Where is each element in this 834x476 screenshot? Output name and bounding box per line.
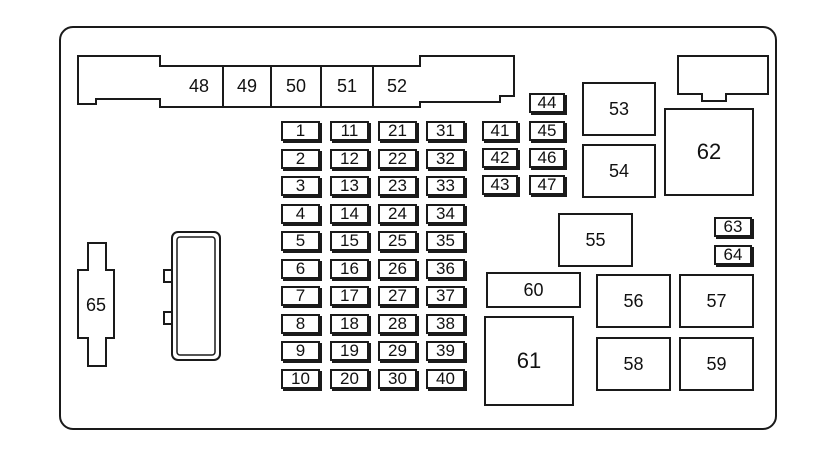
top-block-cell-51[interactable]: 51 [320, 66, 372, 107]
fuse-37[interactable]: 37 [426, 286, 465, 306]
fuse-8[interactable]: 8 [281, 314, 320, 334]
fuse-28[interactable]: 28 [378, 314, 417, 334]
maxi-fuse-outline [77, 242, 115, 367]
fuse-44[interactable]: 44 [529, 93, 565, 113]
fuse-42[interactable]: 42 [482, 148, 518, 168]
fuse-11[interactable]: 11 [330, 121, 369, 141]
fuse-3[interactable]: 3 [281, 176, 320, 196]
top-connector-outline [77, 55, 515, 108]
fuse-22[interactable]: 22 [378, 149, 417, 169]
fuse-23[interactable]: 23 [378, 176, 417, 196]
fuse-26[interactable]: 26 [378, 259, 417, 279]
fuse-46[interactable]: 46 [529, 148, 565, 168]
fuse-47[interactable]: 47 [529, 175, 565, 195]
fuse-2[interactable]: 2 [281, 149, 320, 169]
fuse-14[interactable]: 14 [330, 204, 369, 224]
fuse-64[interactable]: 64 [714, 245, 752, 265]
fuse-9[interactable]: 9 [281, 341, 320, 361]
fuse-29[interactable]: 29 [378, 341, 417, 361]
relay-53[interactable]: 53 [582, 82, 656, 136]
top-block-cell-49[interactable]: 49 [222, 66, 270, 107]
fuse-63[interactable]: 63 [714, 217, 752, 237]
fuse-18[interactable]: 18 [330, 314, 369, 334]
relay-54[interactable]: 54 [582, 144, 656, 198]
relay-60[interactable]: 60 [486, 272, 581, 308]
fuse-43[interactable]: 43 [482, 175, 518, 195]
relay-56[interactable]: 56 [596, 274, 671, 328]
fuse-30[interactable]: 30 [378, 369, 417, 389]
fuse-5[interactable]: 5 [281, 231, 320, 251]
fuse-27[interactable]: 27 [378, 286, 417, 306]
fuse-35[interactable]: 35 [426, 231, 465, 251]
fuse-4[interactable]: 4 [281, 204, 320, 224]
fuse-12[interactable]: 12 [330, 149, 369, 169]
fuse-6[interactable]: 6 [281, 259, 320, 279]
fuse-15[interactable]: 15 [330, 231, 369, 251]
fuse-40[interactable]: 40 [426, 369, 465, 389]
maxi-fuse-65[interactable]: 65 [85, 294, 107, 315]
relay-55[interactable]: 55 [558, 213, 633, 267]
fuse-20[interactable]: 20 [330, 369, 369, 389]
right-connector-outline [677, 55, 769, 102]
fuse-10[interactable]: 10 [281, 369, 320, 389]
fuse-19[interactable]: 19 [330, 341, 369, 361]
fuse-13[interactable]: 13 [330, 176, 369, 196]
fuse-7[interactable]: 7 [281, 286, 320, 306]
fuse-41[interactable]: 41 [482, 121, 518, 141]
fuse-25[interactable]: 25 [378, 231, 417, 251]
fuse-38[interactable]: 38 [426, 314, 465, 334]
top-block-cell-52[interactable]: 52 [372, 66, 420, 107]
fuse-16[interactable]: 16 [330, 259, 369, 279]
fuse-24[interactable]: 24 [378, 204, 417, 224]
relay-57[interactable]: 57 [679, 274, 754, 328]
fuse-39[interactable]: 39 [426, 341, 465, 361]
vertical-connector-outline [171, 231, 221, 361]
relay-58[interactable]: 58 [596, 337, 671, 391]
relay-59[interactable]: 59 [679, 337, 754, 391]
fuse-31[interactable]: 31 [426, 121, 465, 141]
fuse-32[interactable]: 32 [426, 149, 465, 169]
fuse-36[interactable]: 36 [426, 259, 465, 279]
relay-62[interactable]: 62 [664, 108, 754, 196]
fuse-1[interactable]: 1 [281, 121, 320, 141]
top-block-cell-50[interactable]: 50 [270, 66, 320, 107]
relay-61[interactable]: 61 [484, 316, 574, 406]
top-block-cell-48[interactable]: 48 [188, 76, 210, 96]
fuse-17[interactable]: 17 [330, 286, 369, 306]
fuse-21[interactable]: 21 [378, 121, 417, 141]
fuse-33[interactable]: 33 [426, 176, 465, 196]
fuse-34[interactable]: 34 [426, 204, 465, 224]
fuse-45[interactable]: 45 [529, 121, 565, 141]
